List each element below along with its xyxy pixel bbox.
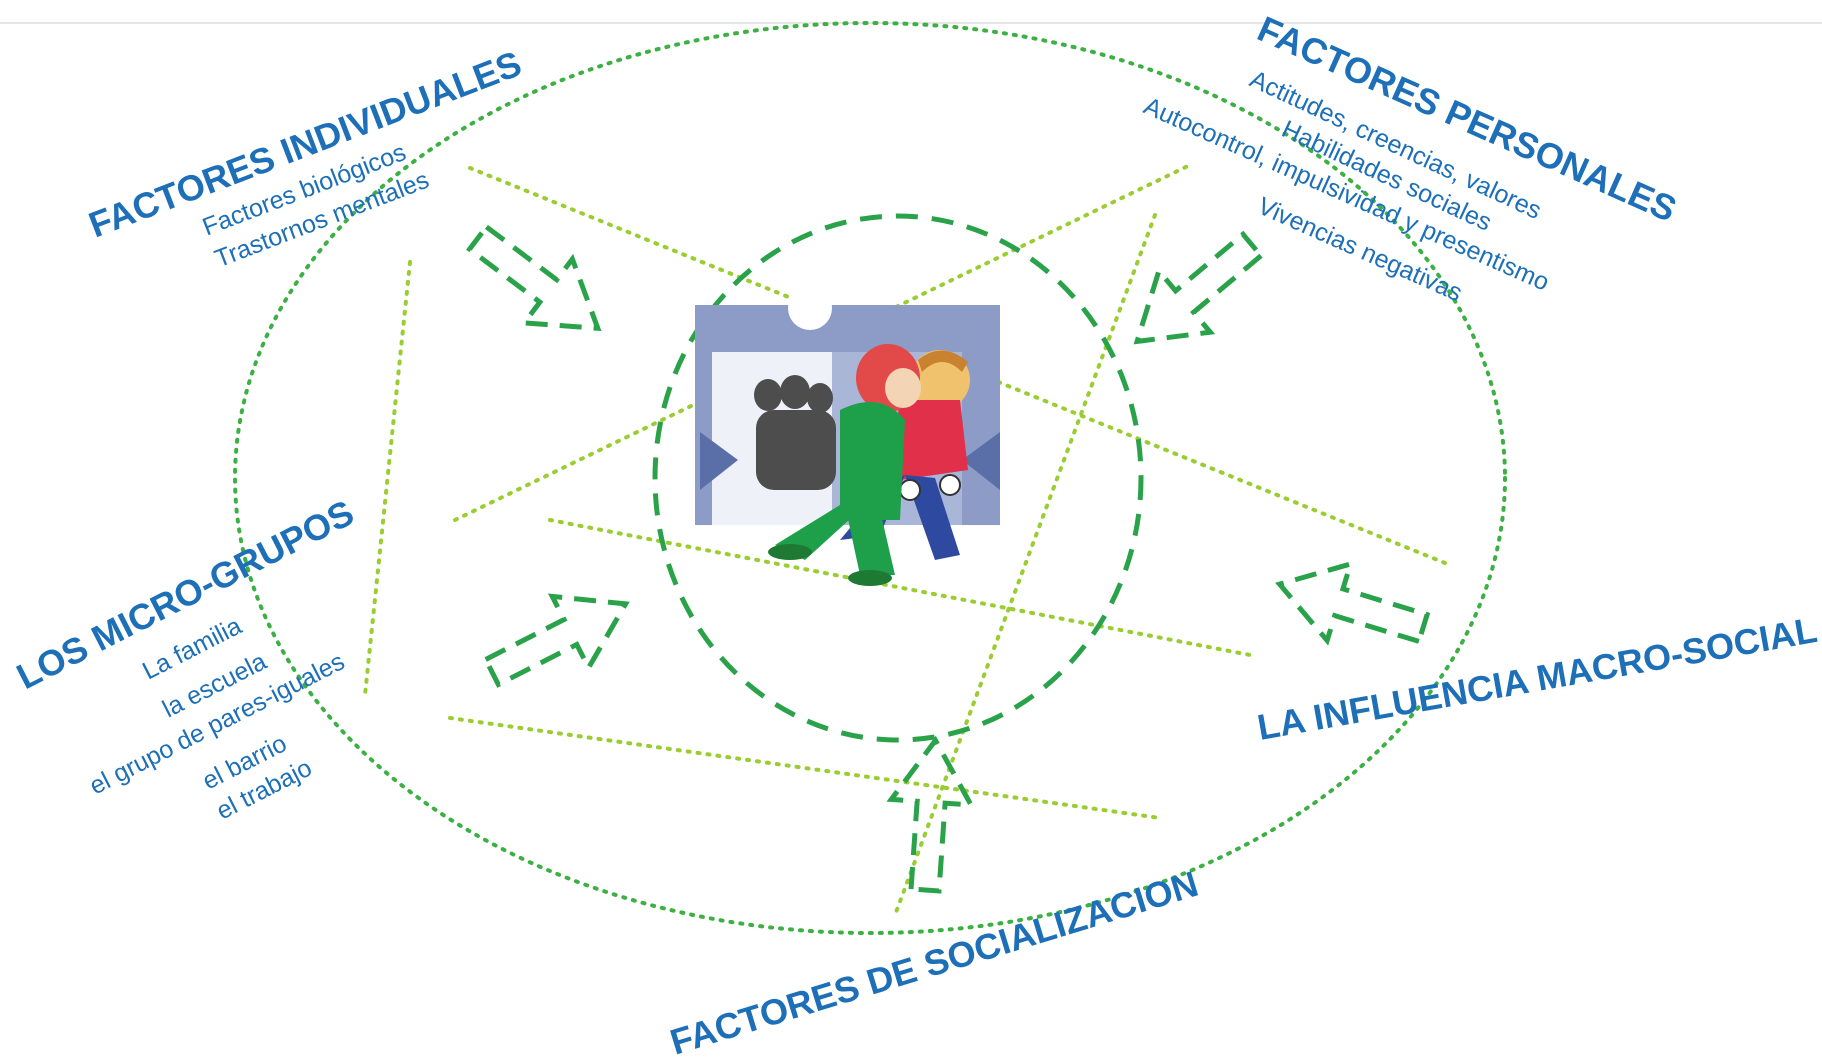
outer-ellipse [233,21,1507,935]
inner-dashed-circle [652,213,1144,743]
top-divider [0,22,1822,24]
arrows [466,223,1431,894]
group-individuales: FACTORES INDIVIDUALES Factores biológico… [83,43,527,274]
group-macrosocial: LA INFLUENCIA MACRO-SOCIAL [1254,609,1820,748]
arrow-bottom-left [482,593,630,688]
cross-line [448,716,1162,820]
cross-line [548,518,1252,657]
cross-line [893,213,1157,917]
arrow-top-right [1133,230,1265,345]
arrow-top-left [466,223,602,332]
heading-macrosocial: LA INFLUENCIA MACRO-SOCIAL [1254,609,1820,748]
cross-line [363,260,412,697]
arrow-right [1275,560,1431,646]
running-people-clipart [695,286,1000,586]
arrow-bottom [886,735,976,894]
crossing-lines [363,163,1452,917]
